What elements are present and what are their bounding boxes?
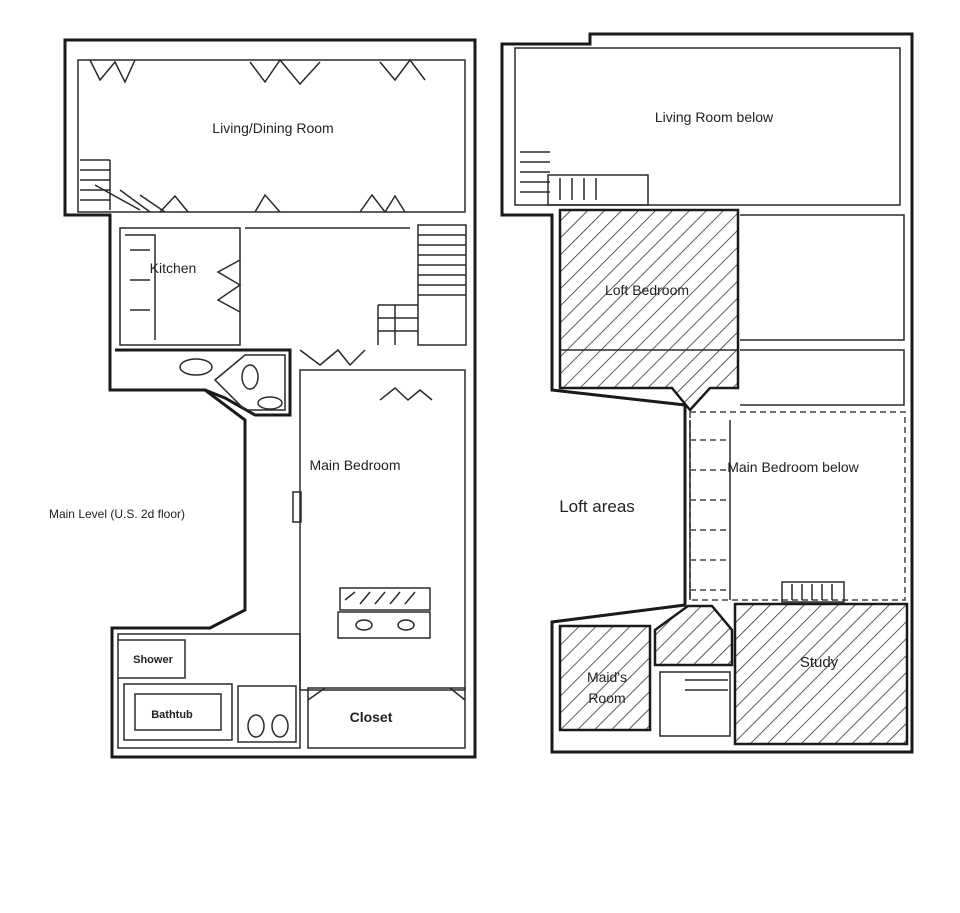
bedroom-switch: [292, 491, 302, 523]
room-label-living-below: Living Room below: [655, 109, 774, 125]
room-label-shower: Shower: [133, 654, 173, 666]
closet-wall: [307, 687, 466, 749]
loft-areas-caption: Loft areas: [559, 497, 635, 516]
room-label-main-bedroom-below: Main Bedroom below: [727, 459, 859, 475]
living-below-outline: [514, 47, 901, 206]
hall-door-marks: [159, 193, 406, 214]
loft-stair: [520, 151, 649, 206]
living-stair: [80, 159, 166, 213]
room-label-kitchen: Kitchen: [150, 260, 197, 276]
loft-outer-wall: [500, 32, 914, 754]
bedroom-door-marks: [379, 387, 433, 401]
loft-right-partitions: [740, 214, 905, 406]
maids-room-area: [558, 624, 652, 732]
room-label-living-dining: Living/Dining Room: [212, 120, 333, 136]
loft-entry-area: [653, 604, 734, 667]
loft-stair-upper: [781, 581, 845, 603]
study-area: [733, 602, 909, 746]
hall-wall-marks: [216, 227, 410, 367]
living-window-marks: [89, 58, 426, 86]
loft-level-plan: [500, 32, 914, 754]
kitchen-counter: [125, 234, 156, 340]
main-stair: [377, 224, 467, 346]
room-label-maids-room-line2: Room: [588, 690, 625, 706]
bathtub: [123, 683, 233, 741]
room-label-bathtub: Bathtub: [151, 709, 193, 721]
room-label-closet: Closet: [350, 709, 393, 725]
main-bedroom-wall: [299, 369, 466, 691]
vanity: [337, 587, 431, 639]
room-label-main-bedroom: Main Bedroom: [309, 457, 400, 473]
powder-wc: [241, 364, 259, 390]
loft-ladder: [689, 420, 731, 600]
main-level-caption: Main Level (U.S. 2d floor): [49, 507, 185, 521]
living-dining-wall: [77, 59, 466, 213]
powder-sink: [257, 396, 283, 410]
lobby-powder-room: [213, 354, 286, 411]
bathroom-wall: [117, 633, 301, 749]
kitchen-wall: [119, 227, 241, 346]
room-label-study: Study: [800, 654, 839, 671]
lobby-sink: [179, 358, 213, 376]
lobby-wall: [115, 348, 292, 417]
main-level-plan: [63, 38, 477, 759]
loft-bath-marks: [659, 671, 731, 737]
room-label-maids-room-line1: Maid's: [587, 669, 627, 685]
loft-bedroom-area: [558, 208, 740, 412]
bath-wc-area: [237, 685, 297, 743]
room-label-loft-bedroom: Loft Bedroom: [605, 282, 689, 298]
main-level-outer-wall: [63, 38, 477, 759]
